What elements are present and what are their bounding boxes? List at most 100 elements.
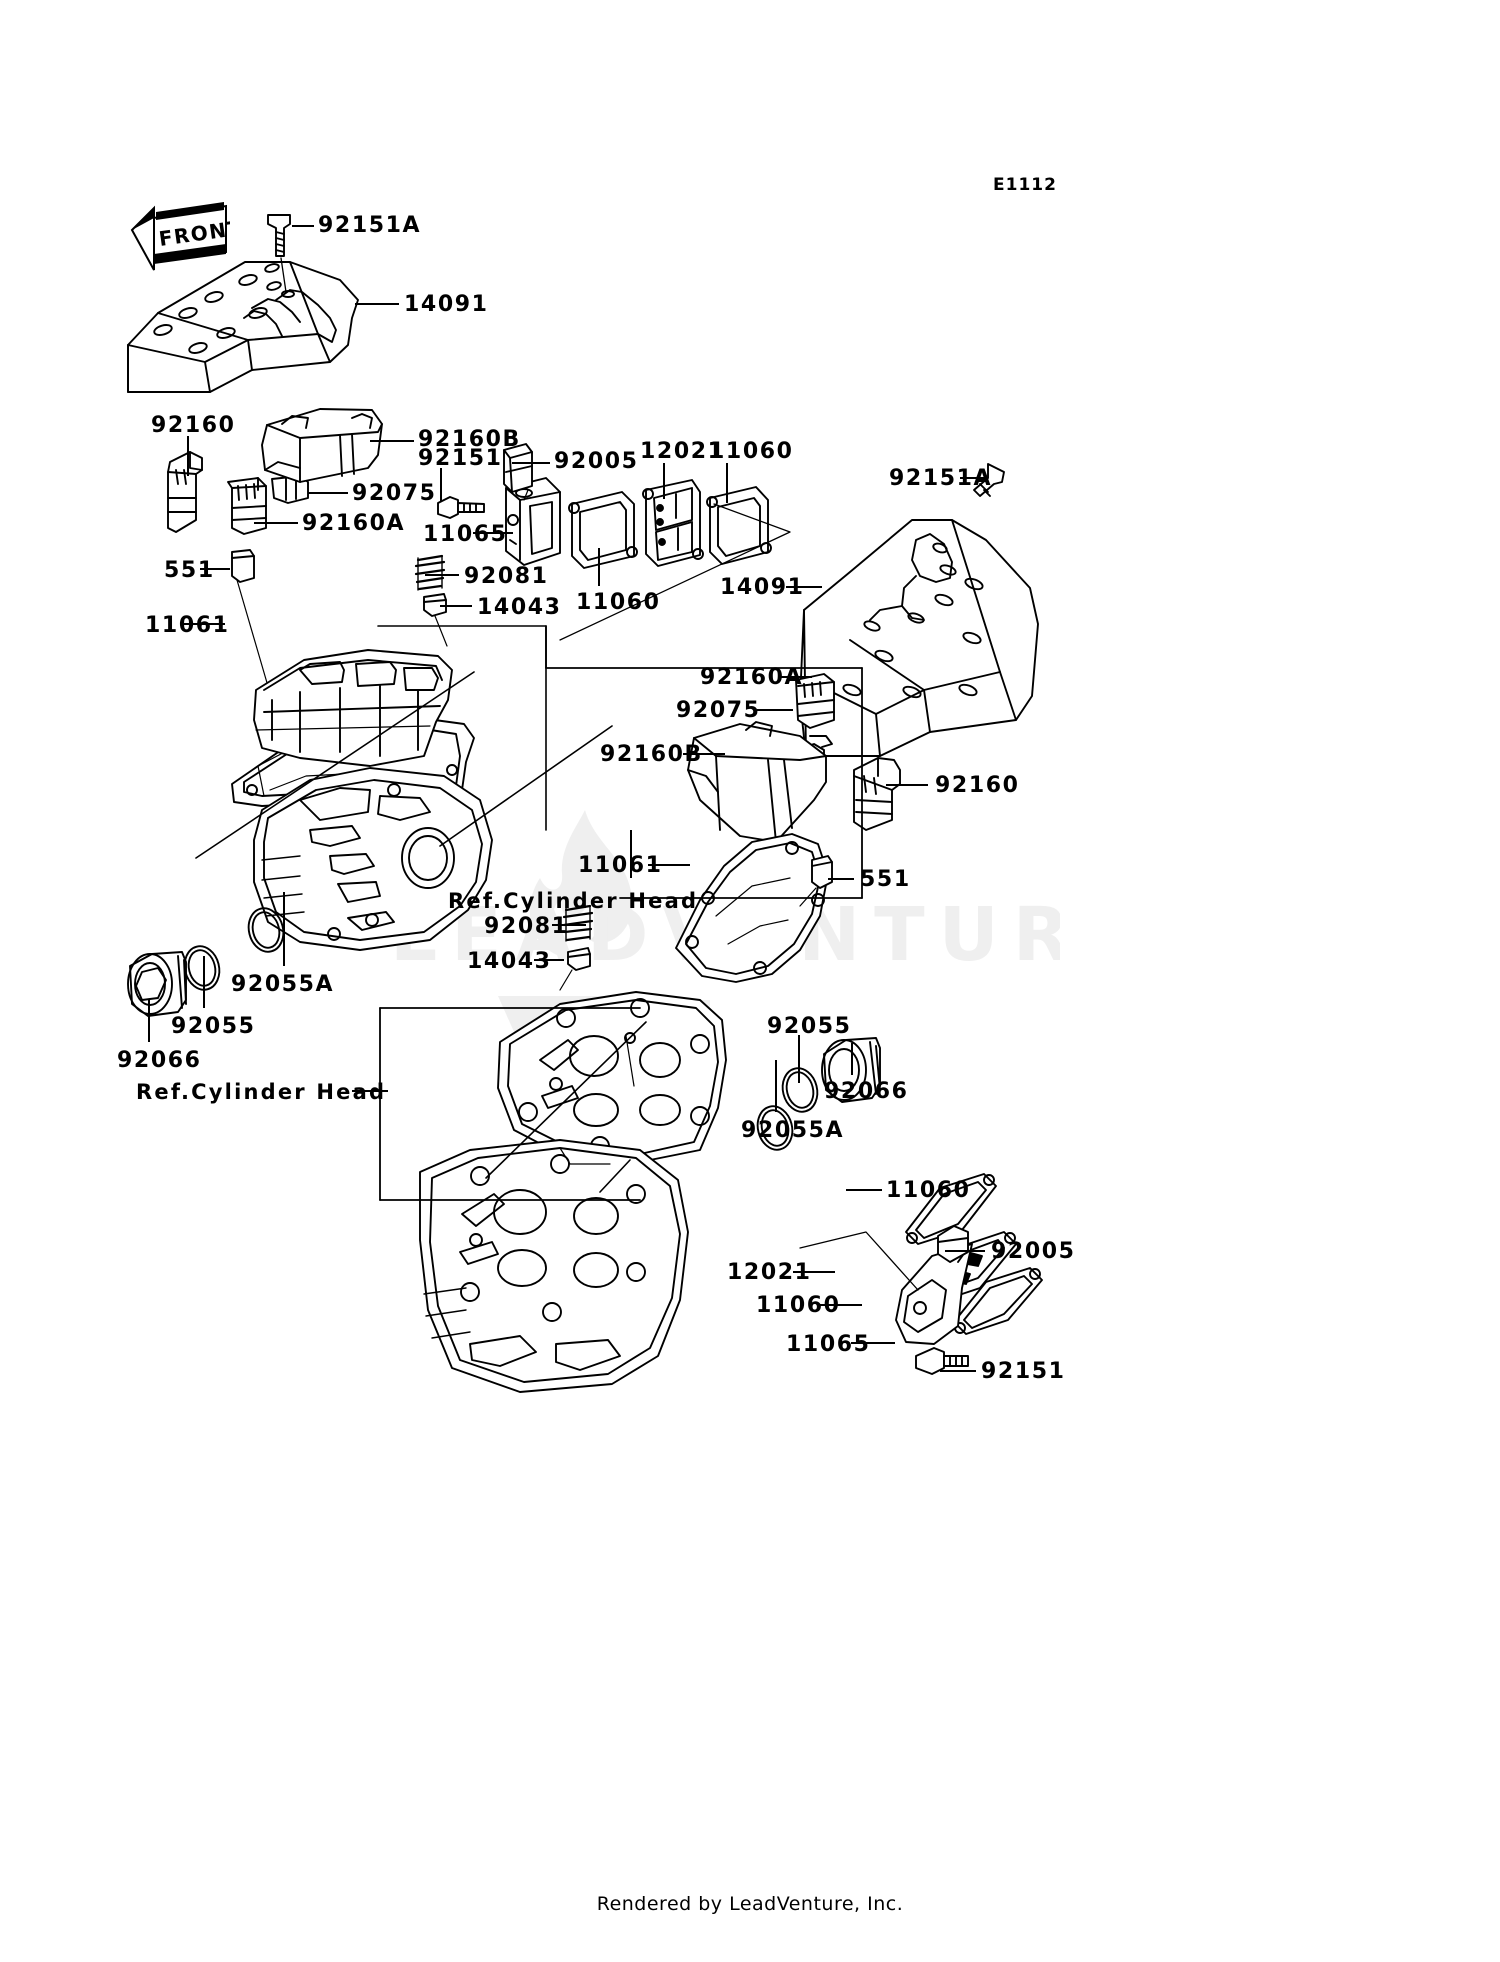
callout-92066-right[interactable]: 92066 bbox=[824, 1079, 909, 1104]
part-cylinder-head-bottom-lower bbox=[419, 1139, 689, 1393]
callout-551-left[interactable]: 551 bbox=[164, 558, 215, 583]
callout-11060-lower-upper[interactable]: 11060 bbox=[886, 1178, 971, 1203]
ref-cylinder-head-lower[interactable]: Ref.Cylinder Head bbox=[136, 1080, 387, 1104]
callout-92075-right[interactable]: 92075 bbox=[676, 698, 761, 723]
callout-92160b-right[interactable]: 92160B bbox=[600, 742, 703, 767]
pointer-ref-lower-edge bbox=[599, 1159, 631, 1193]
callout-92151a-right[interactable]: 92151A bbox=[889, 466, 993, 491]
callout-92005-lower[interactable]: 92005 bbox=[991, 1239, 1076, 1264]
leader-92066-right bbox=[851, 1043, 853, 1075]
callout-11065-lower[interactable]: 11065 bbox=[786, 1332, 871, 1357]
part-11060-upper-a bbox=[568, 491, 638, 569]
callout-92055a-left[interactable]: 92055A bbox=[231, 972, 335, 997]
leader-92160b-right bbox=[683, 753, 725, 755]
part-14091-right bbox=[799, 519, 1039, 757]
callout-92066-left[interactable]: 92066 bbox=[117, 1048, 202, 1073]
leader-92075-right bbox=[757, 709, 793, 711]
leader-11065-up bbox=[473, 532, 513, 534]
callout-11060-mid[interactable]: 11060 bbox=[576, 590, 661, 615]
part-92055-o-ring-right bbox=[781, 1067, 819, 1113]
callout-92160-left[interactable]: 92160 bbox=[151, 413, 236, 438]
part-551-left bbox=[231, 549, 273, 701]
leader-92151-left bbox=[440, 468, 442, 502]
callout-92081-right[interactable]: 92081 bbox=[484, 914, 569, 939]
part-92160-right bbox=[853, 757, 901, 831]
callout-92151-lower[interactable]: 92151 bbox=[981, 1359, 1066, 1384]
callout-11061-right[interactable]: 11061 bbox=[578, 853, 663, 878]
callout-14043-right[interactable]: 14043 bbox=[467, 949, 552, 974]
leader-12021-up bbox=[663, 463, 665, 499]
leader-ref-upper bbox=[630, 830, 632, 878]
part-92160b-right bbox=[687, 721, 827, 843]
leader-11065-lower bbox=[851, 1342, 895, 1344]
callout-14091-right[interactable]: 14091 bbox=[720, 575, 805, 600]
callout-92160a-right[interactable]: 92160A bbox=[700, 665, 804, 690]
part-92055-o-ring-left bbox=[183, 945, 221, 991]
leader-11061-left bbox=[183, 623, 225, 625]
callout-92081-left[interactable]: 92081 bbox=[464, 564, 549, 589]
leader-11061-right bbox=[648, 864, 690, 866]
callout-92151-left[interactable]: 92151 bbox=[418, 446, 503, 471]
part-14043-right bbox=[559, 947, 591, 991]
leader-92081-right bbox=[552, 924, 586, 926]
part-551-right bbox=[799, 855, 833, 907]
leader-11060-lower-up bbox=[846, 1189, 882, 1191]
callout-14043-left[interactable]: 14043 bbox=[477, 595, 562, 620]
leader-92055a-right bbox=[775, 1060, 777, 1112]
front-direction-marker: FRONT bbox=[130, 202, 230, 271]
leader-92160-right bbox=[886, 784, 928, 786]
pointer-ref-upper-left bbox=[195, 671, 475, 859]
pointer-ref-upper-diag bbox=[439, 725, 613, 847]
leader-92160b-left bbox=[370, 440, 414, 442]
part-92081-left bbox=[414, 554, 446, 591]
leader-92081-left bbox=[425, 574, 459, 576]
diagram-code: E1112 bbox=[993, 175, 1057, 195]
callout-92055-right[interactable]: 92055 bbox=[767, 1014, 852, 1039]
footer-credit: Rendered by LeadVenture, Inc. bbox=[596, 1893, 904, 1915]
callout-11061-left[interactable]: 11061 bbox=[145, 613, 230, 638]
part-11060-lower-b bbox=[953, 1267, 1043, 1335]
callout-12021-upper[interactable]: 12021 bbox=[640, 439, 725, 464]
callout-92151a-top-left[interactable]: 92151A bbox=[318, 213, 422, 238]
part-92160b-left bbox=[261, 408, 383, 483]
fork-11060-upper bbox=[559, 503, 791, 641]
leader-92075-left bbox=[308, 492, 348, 494]
leader-92160-left bbox=[187, 436, 189, 476]
callout-92005-upper[interactable]: 92005 bbox=[554, 449, 639, 474]
leader-14091-right bbox=[786, 586, 822, 588]
callout-11065-upper[interactable]: 11065 bbox=[423, 522, 508, 547]
leader-14043-left bbox=[440, 605, 472, 607]
ref-cylinder-head-upper[interactable]: Ref.Cylinder Head bbox=[448, 889, 699, 913]
leader-14091-top bbox=[355, 303, 399, 305]
part-92055a-left bbox=[247, 907, 285, 953]
part-14091-top-left bbox=[127, 261, 359, 393]
part-92005-lower bbox=[937, 1225, 969, 1263]
callout-12021-lower[interactable]: 12021 bbox=[727, 1260, 812, 1285]
leader-551-left bbox=[200, 568, 230, 570]
part-92160a-left bbox=[227, 477, 267, 535]
callout-92055-left[interactable]: 92055 bbox=[171, 1014, 256, 1039]
part-11060-upper-b bbox=[706, 486, 772, 565]
part-14043-left bbox=[423, 593, 448, 647]
part-92066-plug-left bbox=[127, 951, 187, 1017]
leader-92005-lower bbox=[945, 1250, 985, 1252]
leader-551-right bbox=[828, 878, 854, 880]
callout-92160b-left[interactable]: 92160B bbox=[418, 427, 521, 452]
leader-11060-up bbox=[726, 463, 728, 503]
fork-11060-lower bbox=[799, 1231, 919, 1291]
part-12021-upper bbox=[642, 479, 704, 567]
callout-14091-top-left[interactable]: 14091 bbox=[404, 292, 489, 317]
leader-92005-up bbox=[512, 462, 550, 464]
part-cylinder-head-left-upper bbox=[253, 649, 453, 767]
part-92075-left bbox=[271, 469, 311, 504]
part-cylinder-head-left-lower bbox=[253, 767, 493, 951]
callout-11060-lower[interactable]: 11060 bbox=[756, 1293, 841, 1318]
callout-92075-left[interactable]: 92075 bbox=[352, 481, 437, 506]
callout-92160-right[interactable]: 92160 bbox=[935, 773, 1020, 798]
callout-92160a-left[interactable]: 92160A bbox=[302, 511, 406, 536]
callout-11060-upper[interactable]: 11060 bbox=[709, 439, 794, 464]
callout-551-right[interactable]: 551 bbox=[860, 867, 911, 892]
callout-92055a-right[interactable]: 92055A bbox=[741, 1118, 845, 1143]
